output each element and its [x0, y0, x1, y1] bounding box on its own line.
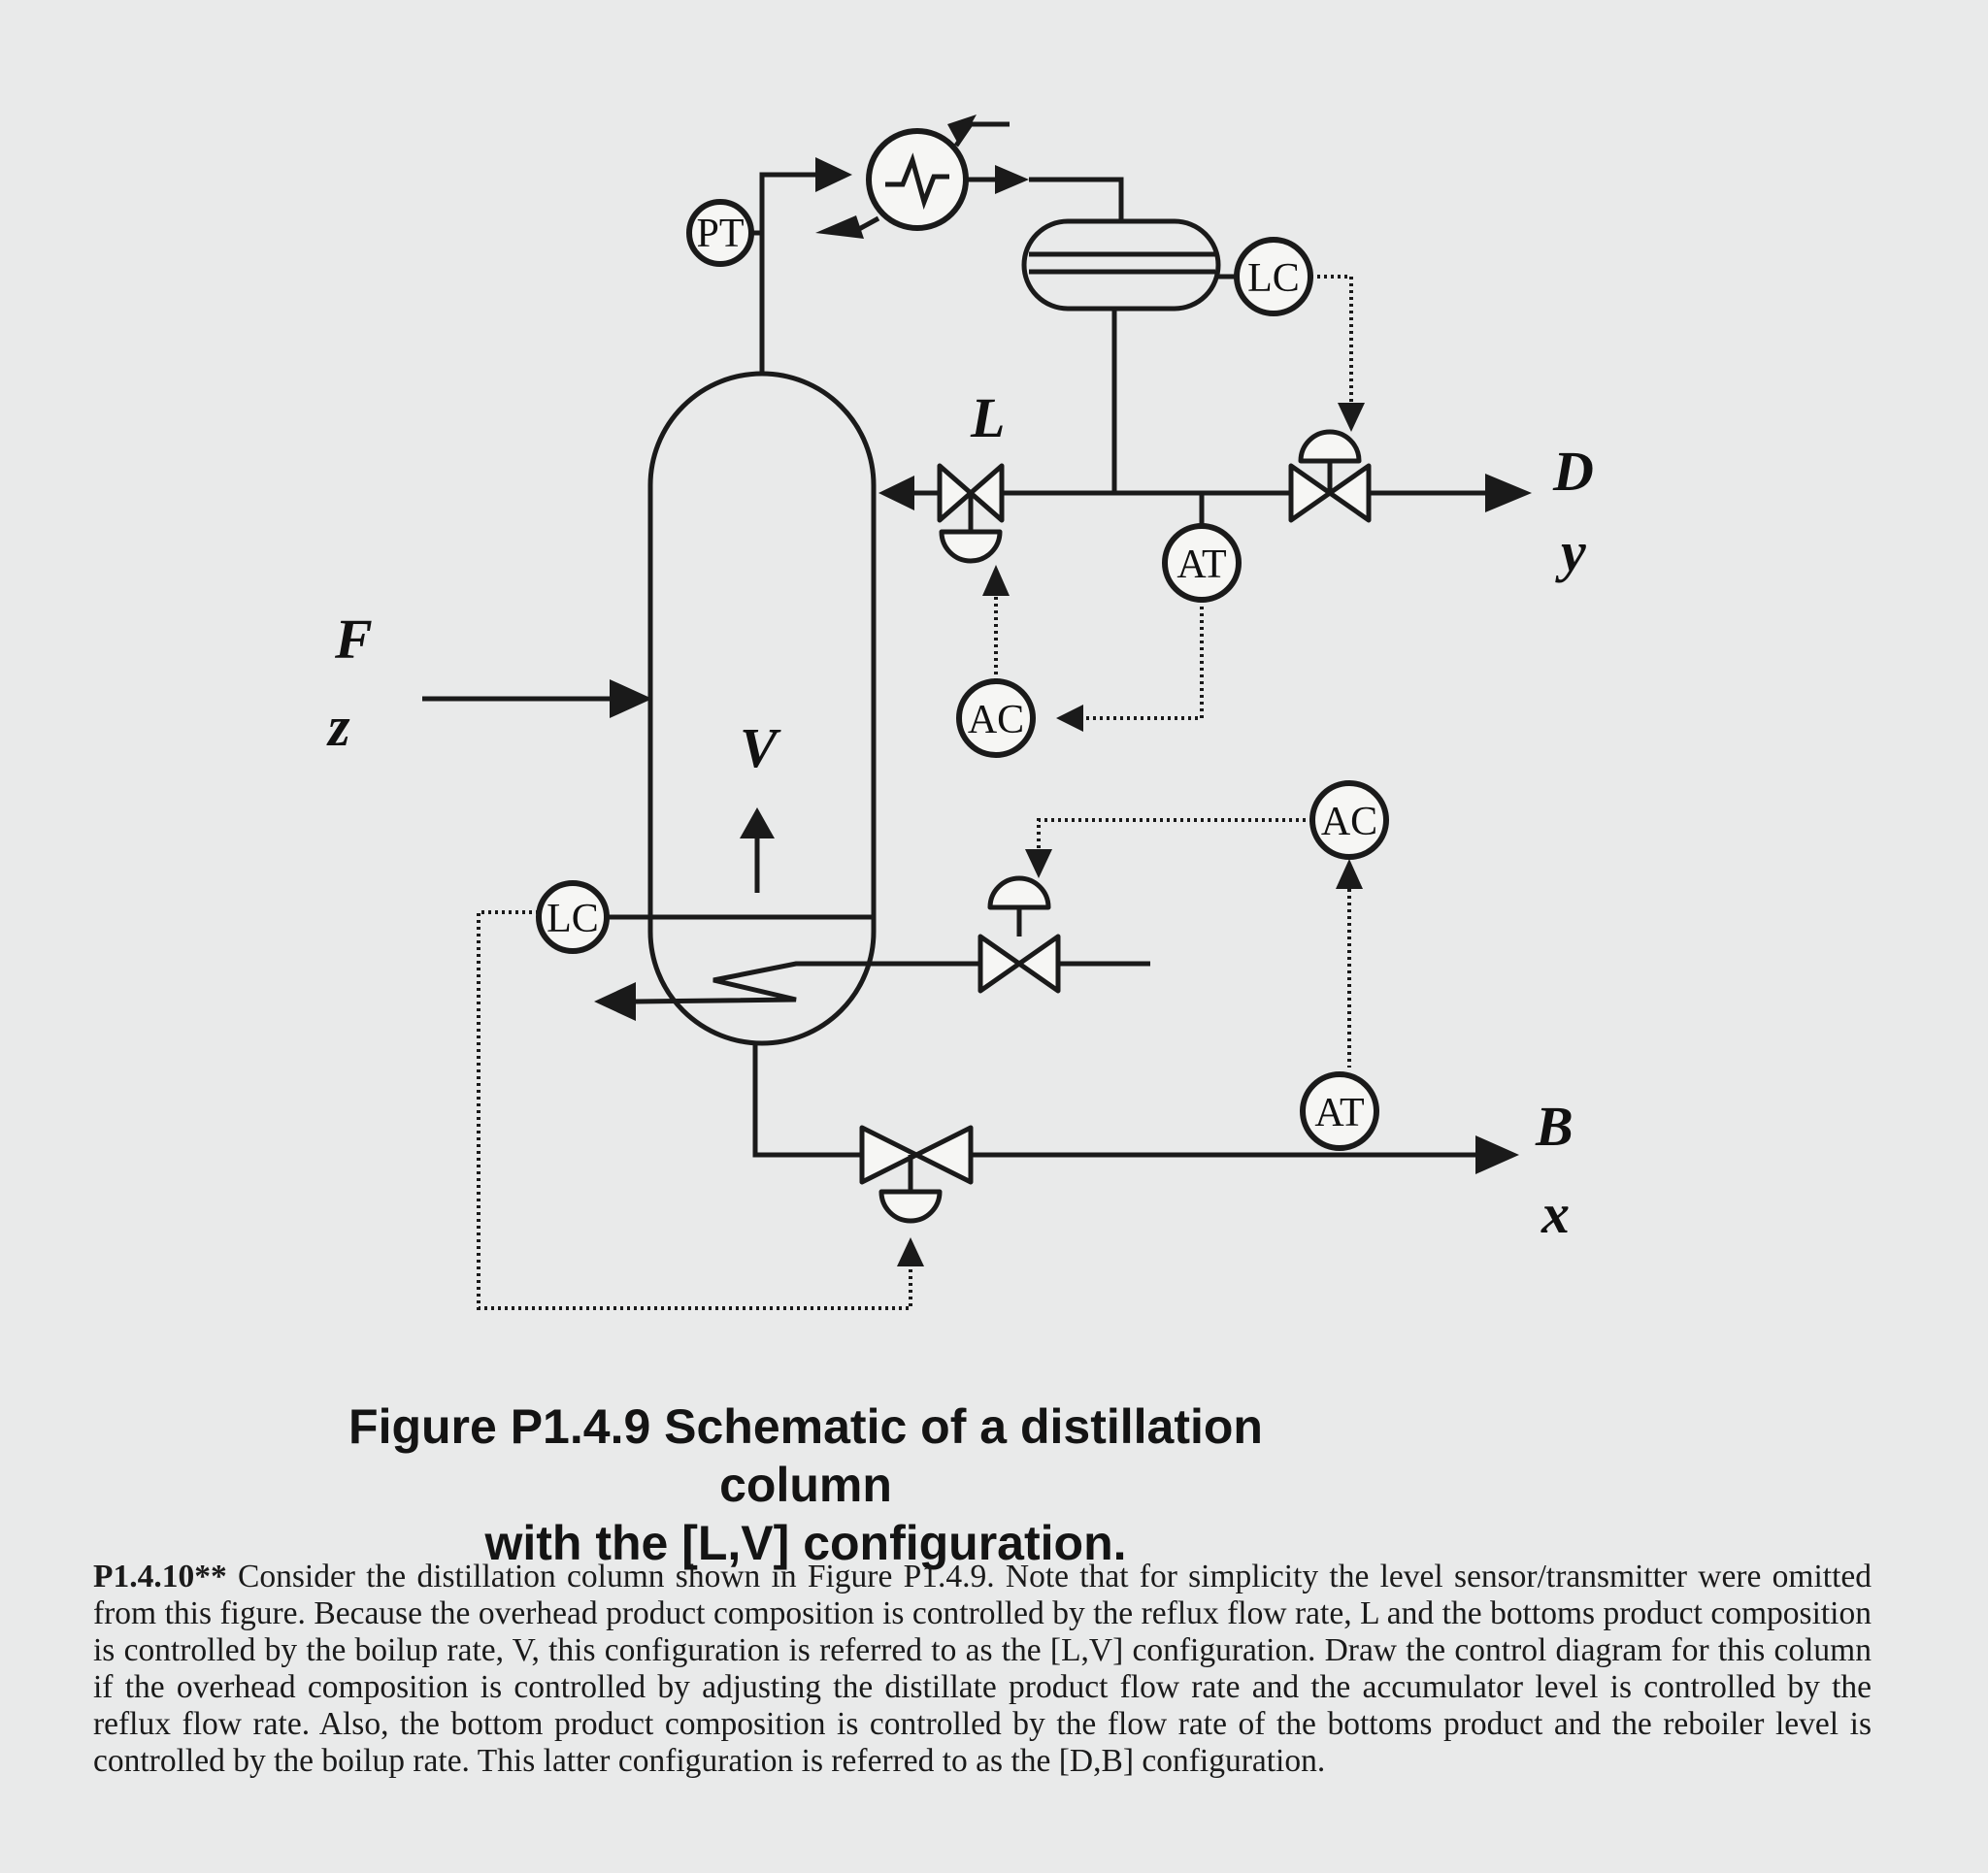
caption-line-2: with the [L,V] configuration.	[484, 1516, 1127, 1570]
boilup-arrow	[740, 807, 775, 893]
problem-number: P1.4.10**	[93, 1559, 227, 1594]
boilup-label: V	[740, 716, 781, 779]
overhead-vapor-line	[759, 172, 815, 374]
reflux-drum	[1021, 218, 1221, 312]
lc-bottom-instrument: LC	[536, 880, 610, 954]
feed-stream	[422, 679, 652, 718]
lc-bottom-label: LC	[547, 897, 599, 941]
reflux-valve	[937, 463, 1005, 564]
at-top-instrument: AT	[1162, 523, 1242, 603]
ac-top-instrument: AC	[956, 678, 1036, 758]
at-top-label: AT	[1176, 542, 1226, 587]
lc-top-label: LC	[1247, 256, 1300, 301]
feed-label: F	[334, 608, 373, 671]
reboiler-coil	[594, 961, 1150, 1021]
lc-top-instrument: LC	[1234, 237, 1313, 316]
ac-bottom-label: AC	[1321, 800, 1377, 844]
bottoms-label: B	[1535, 1095, 1574, 1158]
problem-text: Consider the distillation column shown i…	[93, 1559, 1872, 1779]
feed-composition-label: z	[326, 695, 350, 758]
pt-label: PT	[696, 212, 744, 256]
distillate-valve	[1288, 429, 1372, 523]
bottoms-valve	[859, 1125, 974, 1224]
ac-top-label: AC	[968, 698, 1024, 742]
problem-statement: P1.4.10** Consider the distillation colu…	[93, 1559, 1872, 1780]
ac-bottom-instrument: AC	[1309, 780, 1389, 860]
at-bottom-label: AT	[1314, 1091, 1364, 1135]
distillation-column	[647, 371, 877, 1046]
reflux-label: L	[970, 386, 1005, 449]
condenser	[815, 115, 1010, 239]
caption-line-1: Figure P1.4.9 Schematic of a distillatio…	[348, 1399, 1263, 1512]
pt-instrument: PT	[686, 199, 754, 267]
distillate-composition-label: y	[1555, 520, 1586, 583]
steam-valve	[977, 875, 1061, 994]
distillate-label: D	[1552, 440, 1594, 503]
figure-caption: Figure P1.4.9 Schematic of a distillatio…	[291, 1397, 1320, 1572]
at-bottom-instrument: AT	[1300, 1071, 1379, 1151]
bottoms-composition-label: x	[1541, 1182, 1570, 1245]
